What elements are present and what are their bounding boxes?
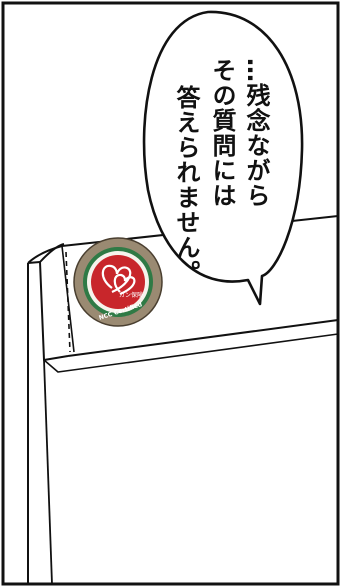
box-outline bbox=[27, 215, 339, 585]
badge-top-text: ガン保険 bbox=[119, 292, 144, 299]
speech-line-1: …残念ながら bbox=[242, 58, 270, 208]
certified-badge bbox=[73, 237, 163, 327]
speech-bubble-shape bbox=[142, 10, 304, 306]
speech-line-3: 答えられません。 bbox=[172, 85, 200, 285]
badge-red-disc bbox=[91, 255, 145, 309]
speech-line-2: その質問には bbox=[208, 58, 236, 208]
dashed-seam bbox=[65, 251, 71, 353]
heart-logo-icon bbox=[101, 264, 136, 296]
